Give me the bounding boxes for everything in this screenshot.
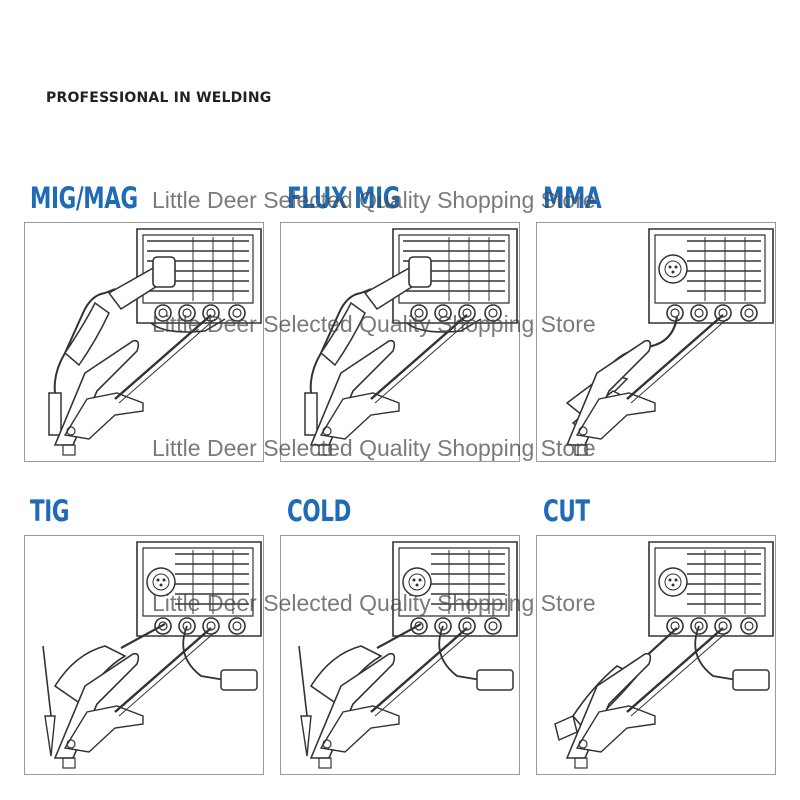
page-title: PROFESSIONAL IN WELDING <box>46 90 272 106</box>
mode-label-tig: TIG <box>30 494 70 528</box>
panel-cold <box>280 535 520 775</box>
panel-tig <box>24 535 264 775</box>
panel-mig-mag <box>24 222 264 462</box>
tig-torch-illustration <box>42 541 262 769</box>
electrode-holder-illustration <box>565 228 774 456</box>
mig-torch-illustration <box>48 228 262 456</box>
panel-mma <box>536 222 776 462</box>
mode-label-mma: MMA <box>543 181 602 215</box>
flux-mig-torch-illustration <box>304 228 518 456</box>
mode-label-cut: CUT <box>543 494 590 528</box>
mode-label-mig-mag: MIG/MAG <box>30 181 138 215</box>
mode-label-cold: COLD <box>287 494 352 528</box>
plasma-cutter-illustration <box>554 541 774 769</box>
panel-flux-mig <box>280 222 520 462</box>
panel-cut <box>536 535 776 775</box>
mode-label-flux-mig: FLUX MIG <box>287 181 401 215</box>
cold-weld-torch-illustration <box>298 541 518 769</box>
